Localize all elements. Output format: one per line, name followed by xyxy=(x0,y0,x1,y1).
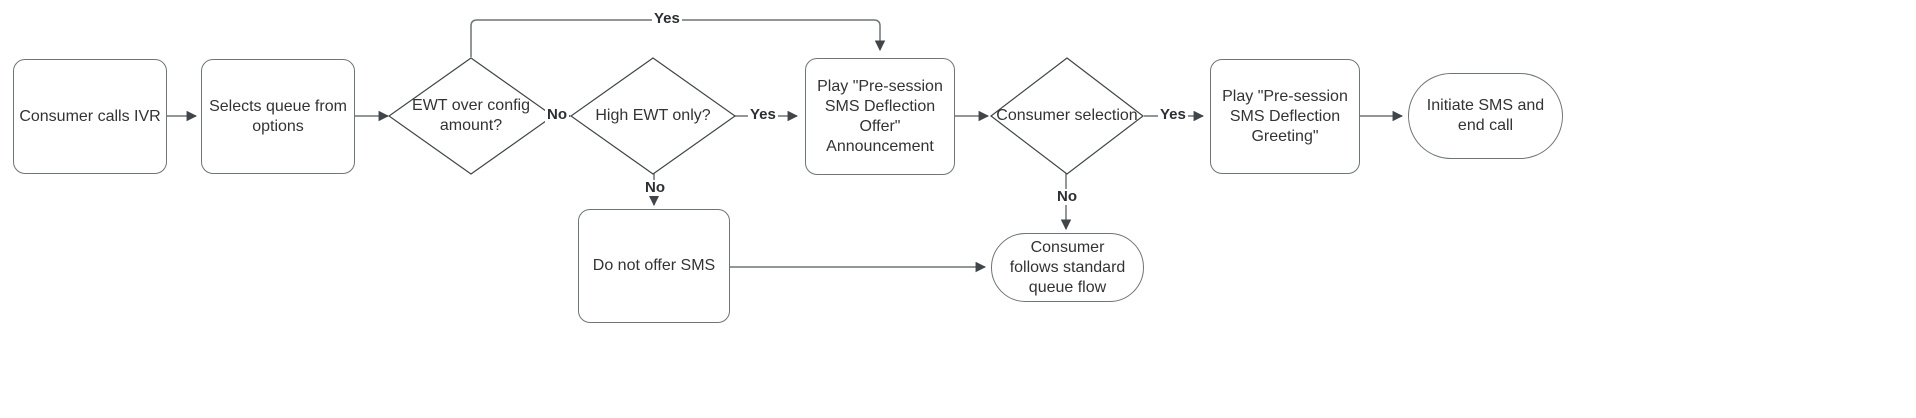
diamond-shape xyxy=(570,57,736,175)
diamond-shape xyxy=(990,57,1144,175)
node-high-ewt-only[interactable]: High EWT only? xyxy=(570,57,736,175)
node-label: High EWT only? xyxy=(595,107,711,124)
node-label: Initiate SMS and end call xyxy=(1426,97,1545,134)
diamond-shape xyxy=(388,57,554,175)
edge-label-ewt-yes: Yes xyxy=(652,10,682,27)
node-label: Play "Pre-session SMS Deflection Offer" … xyxy=(817,77,943,155)
node-initiate-sms-end-call[interactable]: Initiate SMS and end call xyxy=(1408,73,1563,159)
node-label: Play "Pre-session SMS Deflection Greetin… xyxy=(1222,87,1348,145)
node-label: Selects queue from options xyxy=(209,97,347,135)
node-consumer-follows-standard[interactable]: Consumer follows standard queue flow xyxy=(991,233,1144,302)
edge-label-ewt-no: No xyxy=(545,106,569,123)
node-label: Consumer selection xyxy=(996,107,1138,124)
edge-label-high-ewt-yes: Yes xyxy=(748,106,778,123)
edge-label-selection-no: No xyxy=(1055,188,1079,205)
node-play-greeting[interactable]: Play "Pre-session SMS Deflection Greetin… xyxy=(1210,59,1360,174)
edge-label-selection-yes: Yes xyxy=(1158,106,1188,123)
node-label: Do not offer SMS xyxy=(592,257,716,274)
node-consumer-selection[interactable]: Consumer selection xyxy=(990,57,1144,175)
node-label: Consumer calls IVR xyxy=(19,107,161,125)
node-label: Consumer follows standard queue flow xyxy=(1009,238,1126,296)
node-play-offer-announcement[interactable]: Play "Pre-session SMS Deflection Offer" … xyxy=(805,58,955,175)
node-consumer-calls-ivr[interactable]: Consumer calls IVR xyxy=(13,59,167,174)
node-ewt-over-config[interactable]: EWT over config amount? xyxy=(388,57,554,175)
edge-label-high-ewt-no: No xyxy=(643,179,667,196)
node-label: EWT over config amount? xyxy=(412,97,530,134)
node-selects-queue[interactable]: Selects queue from options xyxy=(201,59,355,174)
node-do-not-offer-sms[interactable]: Do not offer SMS xyxy=(578,209,730,323)
